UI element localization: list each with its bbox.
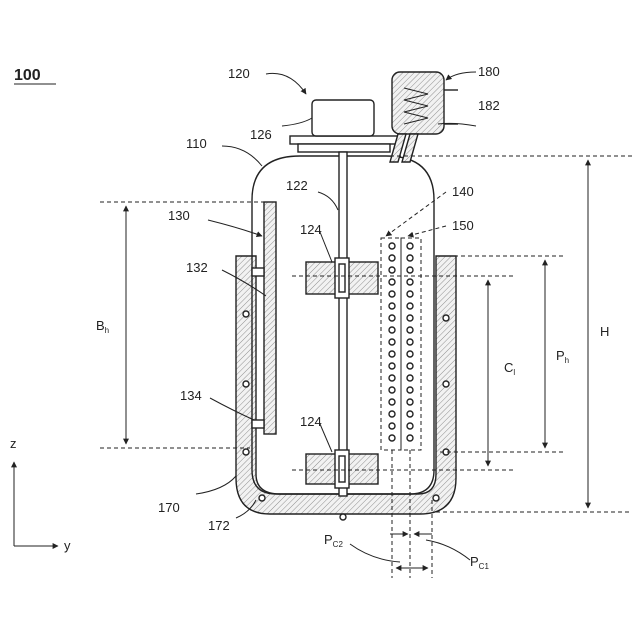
inner-tube-hole <box>389 327 395 333</box>
inner-tube-hole <box>389 423 395 429</box>
label-124-upper: 124 <box>300 222 322 237</box>
label-134: 134 <box>180 388 202 403</box>
axis-indicator: z y <box>10 436 71 553</box>
leader-110 <box>222 146 262 166</box>
dimension-labels: Bh Cl Ph H PC2 PC1 <box>96 318 609 571</box>
jacket-channel-hole <box>243 449 249 455</box>
inner-tube-hole <box>389 387 395 393</box>
inner-tube-hole <box>389 399 395 405</box>
jacket-channel-hole <box>243 381 249 387</box>
outer-tube-hole <box>407 327 413 333</box>
outer-tube-hole <box>407 315 413 321</box>
tank-lid-flange <box>298 144 390 152</box>
leader-170 <box>196 476 236 494</box>
baffle-support-upper <box>252 268 264 276</box>
inner-tube-hole <box>389 351 395 357</box>
tank-lid <box>290 136 398 144</box>
dim-label-cl: Cl <box>504 360 515 377</box>
impeller-upper <box>306 258 378 298</box>
label-172: 172 <box>208 518 230 533</box>
outer-tube-hole <box>407 375 413 381</box>
leader-130 <box>208 220 262 236</box>
outer-tube-hole <box>407 411 413 417</box>
jacket-channel-hole <box>340 514 346 520</box>
leader-pc1 <box>426 540 470 560</box>
inner-tube-hole <box>389 363 395 369</box>
dim-label-pc1: PC1 <box>470 554 489 571</box>
label-124-lower: 124 <box>300 414 322 429</box>
motor-housing <box>312 100 374 136</box>
outer-tube-hole <box>407 435 413 441</box>
label-140: 140 <box>452 184 474 199</box>
inner-tube-hole <box>389 303 395 309</box>
label-132: 132 <box>186 260 208 275</box>
inner-tube-hole <box>389 339 395 345</box>
outer-tube-hole <box>407 267 413 273</box>
label-126: 126 <box>250 127 272 142</box>
outer-tube-hole <box>407 255 413 261</box>
impeller-key <box>339 264 345 292</box>
outer-tube-hole <box>407 423 413 429</box>
label-150: 150 <box>452 218 474 233</box>
outer-tube-hole <box>407 243 413 249</box>
label-120: 120 <box>228 66 250 81</box>
jacket-channel-hole <box>433 495 439 501</box>
inner-tube-hole <box>389 243 395 249</box>
leader-180 <box>446 72 476 80</box>
label-170: 170 <box>158 500 180 515</box>
leader-120 <box>266 73 306 94</box>
dim-label-ph: Ph <box>556 348 569 365</box>
jacket-channel-hole <box>243 311 249 317</box>
leader-150 <box>408 226 446 236</box>
label-182: 182 <box>478 98 500 113</box>
figure-number: 100 <box>14 67 41 84</box>
impeller-key <box>339 456 345 482</box>
outer-tube-hole <box>407 387 413 393</box>
leader-124-upper <box>320 232 332 262</box>
outer-tube-hole <box>407 303 413 309</box>
inner-tube-hole <box>389 315 395 321</box>
label-110: 110 <box>186 136 207 151</box>
impeller-lower <box>306 450 378 488</box>
jacket-channel-hole <box>443 315 449 321</box>
inner-tube-hole <box>389 411 395 417</box>
label-130: 130 <box>168 208 190 223</box>
outer-tube-hole <box>407 363 413 369</box>
jacket-channel-hole <box>259 495 265 501</box>
inner-tube-hole <box>389 279 395 285</box>
inner-tube-hole <box>389 267 395 273</box>
inner-tube-hole <box>389 255 395 261</box>
baffle-support-lower <box>252 420 264 428</box>
label-180: 180 <box>478 64 500 79</box>
baffle-plate <box>264 202 276 434</box>
dim-label-pc2: PC2 <box>324 532 343 549</box>
leader-124-lower <box>320 424 332 452</box>
dim-label-h: H <box>600 324 609 339</box>
inner-tube-hole <box>389 291 395 297</box>
agitator-shaft <box>339 152 347 496</box>
inner-tube-hole <box>389 435 395 441</box>
leader-122 <box>318 192 338 210</box>
outer-tube-hole <box>407 291 413 297</box>
leader-140 <box>386 192 446 236</box>
leader-pc2 <box>350 544 400 562</box>
label-122: 122 <box>286 178 308 193</box>
outer-tube-hole <box>407 399 413 405</box>
y-axis-label: y <box>64 538 71 553</box>
inner-tube-hole <box>389 375 395 381</box>
outer-tube-hole <box>407 351 413 357</box>
outer-tube-hole <box>407 279 413 285</box>
outer-tube-hole <box>407 339 413 345</box>
dim-label-bh: Bh <box>96 318 109 335</box>
jacket-channel-hole <box>443 381 449 387</box>
z-axis-label: z <box>10 436 17 451</box>
leader-126 <box>282 118 312 126</box>
